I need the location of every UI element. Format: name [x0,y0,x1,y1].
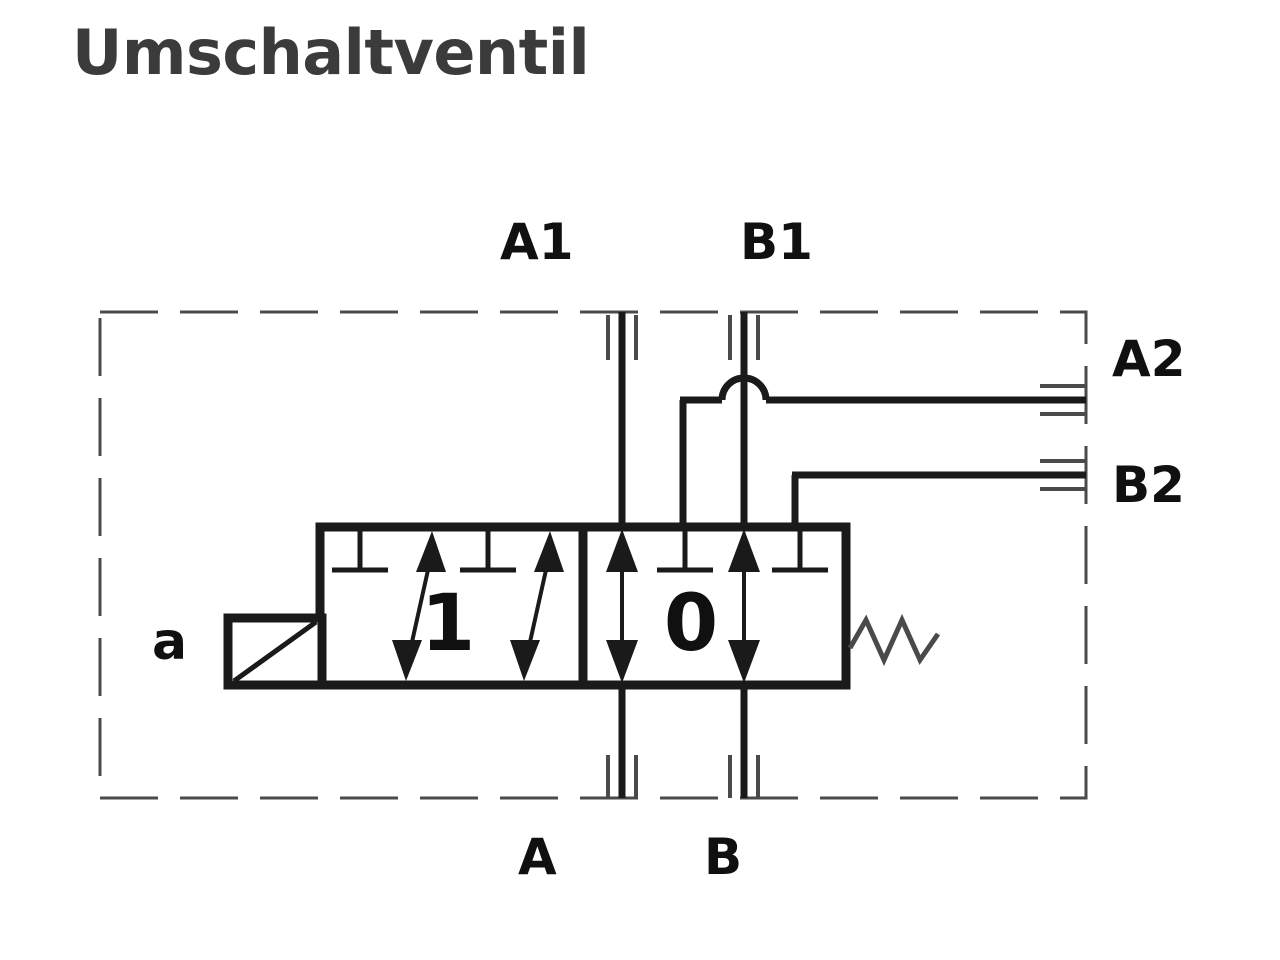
position-label-0: 0 [664,579,718,669]
valve-enclosure-boundary [98,310,1088,800]
blocked-port-tee-left-1 [332,531,388,573]
label-port-b: B [704,828,743,886]
valve-body [315,522,851,690]
flow-arrow-diagonal-left-1 [392,531,446,681]
label-port-a2: A2 [1112,330,1186,388]
port-mark-b1 [728,315,760,360]
port-mark-b [728,755,760,798]
line-a2-branch [679,374,1086,527]
label-port-b1: B1 [740,213,813,271]
position-label-1: 1 [421,579,475,669]
port-mark-a1 [606,315,638,360]
port-mark-a2 [1040,384,1086,416]
blocked-port-tee-left-2 [460,531,516,573]
port-mark-a [606,755,638,798]
blocked-port-tee-right-2 [772,531,828,573]
label-port-b2: B2 [1112,456,1185,514]
line-b2-branch [791,471,1086,527]
flow-arrow-vertical-right-2 [728,529,760,683]
port-mark-b2 [1040,459,1086,491]
blocked-port-tee-right-1 [657,531,713,573]
label-port-a1: A1 [500,213,574,271]
label-actuator-a: a [152,612,188,672]
page-title: Umschaltventil [72,16,590,89]
flow-arrow-diagonal-left-2 [510,531,564,681]
manual-lever-actuator [223,613,327,690]
flow-arrow-vertical-right-1 [606,529,638,683]
label-port-a: A [518,828,557,886]
return-spring [847,613,941,667]
